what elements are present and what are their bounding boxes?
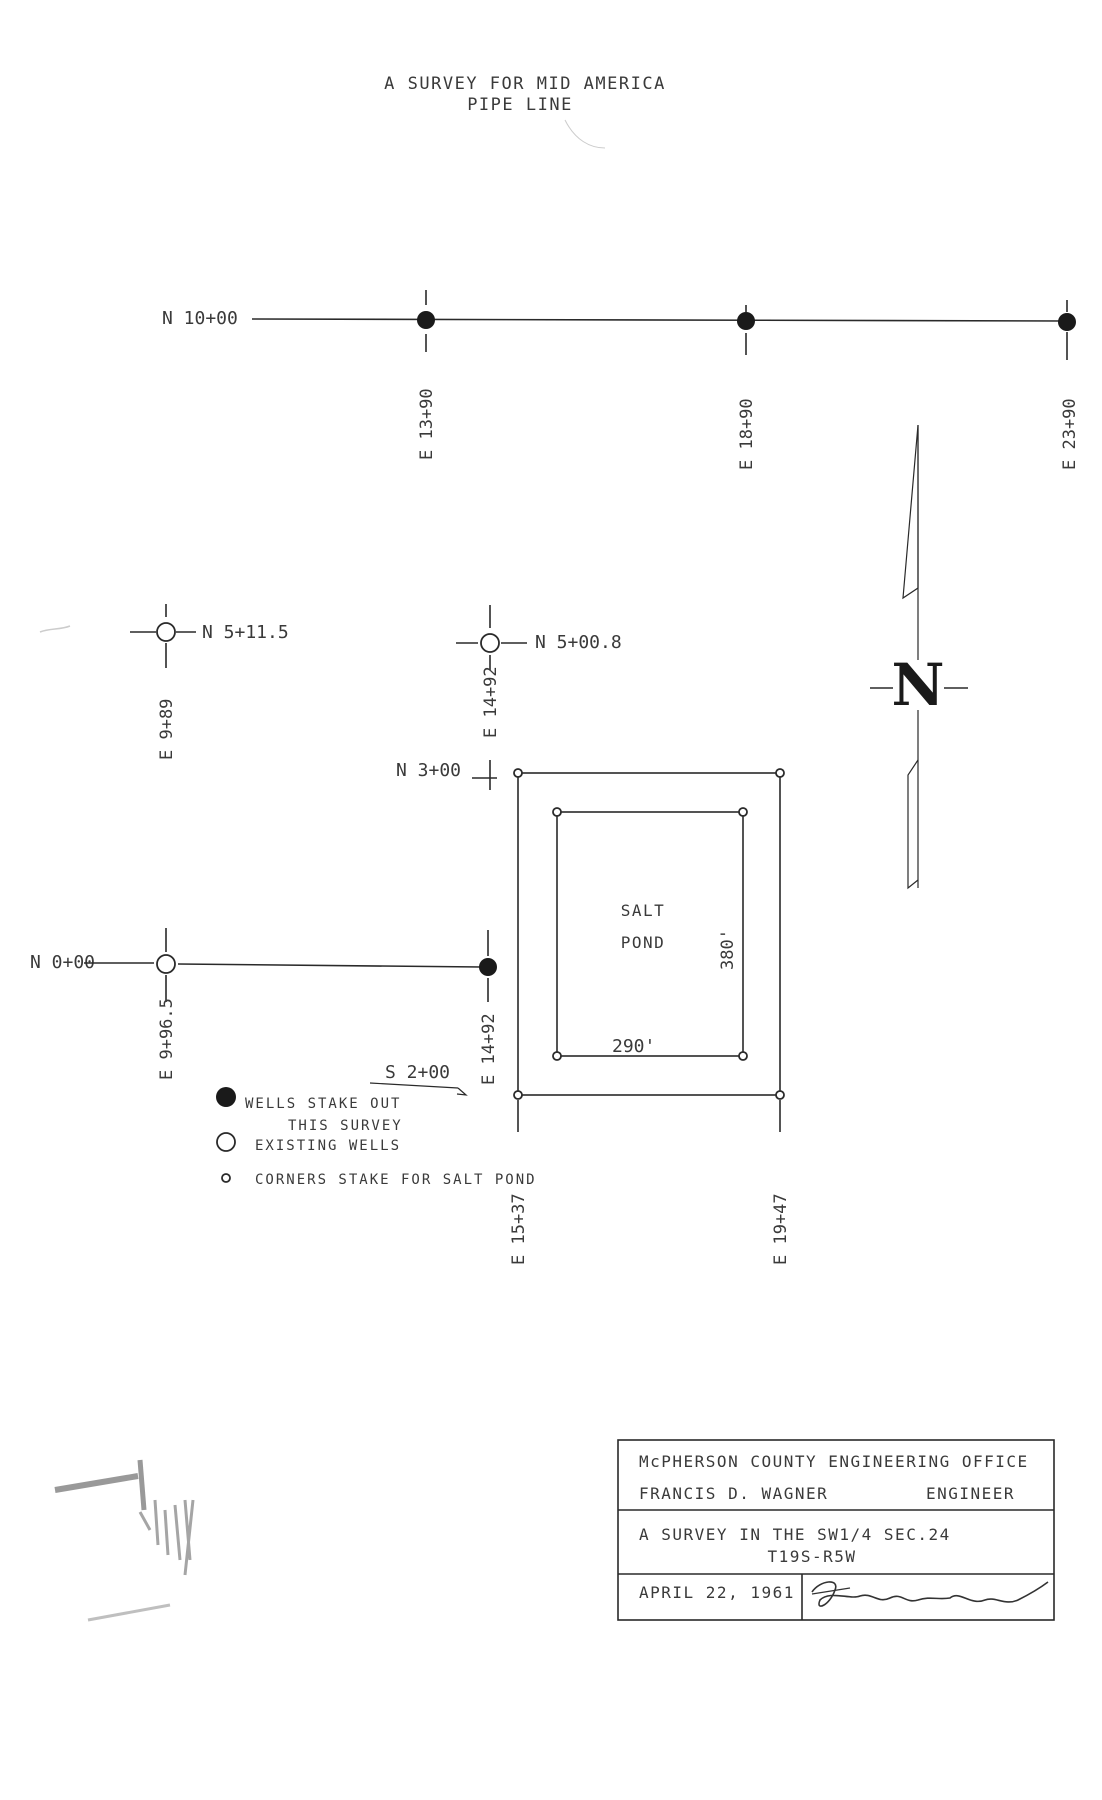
well-a-northing: N 5+11.5 xyxy=(202,622,289,643)
label-north-3: N 3+00 xyxy=(396,760,461,781)
existing-well-marker xyxy=(156,954,176,974)
well-c-easting: E 9+96.5 xyxy=(157,998,177,1080)
new-well-marker xyxy=(417,311,435,329)
microfiche-stamp xyxy=(54,1459,195,1622)
tb-desc-2: T19S-R5W xyxy=(767,1547,856,1566)
well-b-northing: N 5+00.8 xyxy=(535,632,622,653)
pond-dim-horizontal: 290' xyxy=(612,1036,655,1057)
pond-easting-right: E 19+47 xyxy=(771,1193,791,1265)
pond-corner-marker xyxy=(775,1090,785,1100)
pond-corner-marker xyxy=(513,1090,523,1100)
station-e-23-90: E 23+90 xyxy=(1060,398,1080,470)
label-north-0: N 0+00 xyxy=(30,952,95,973)
salt-pond-inner xyxy=(556,811,744,1057)
title-line-2: PIPE LINE xyxy=(467,95,573,115)
title-line-1: A SURVEY FOR MID AMERICA xyxy=(384,74,666,94)
pond-corner-marker xyxy=(513,768,523,778)
signature xyxy=(811,1581,1049,1607)
well-d-easting: E 14+92 xyxy=(479,1013,499,1085)
pond-corner-marker xyxy=(552,807,562,817)
well-b-easting: E 14+92 xyxy=(481,666,501,738)
survey-line-n0 xyxy=(177,963,483,968)
existing-well-marker xyxy=(480,633,500,653)
station-e-18-90: E 18+90 xyxy=(737,398,757,470)
tb-office: McPHERSON COUNTY ENGINEERING OFFICE xyxy=(639,1452,1029,1471)
legend-new-well-icon xyxy=(216,1087,236,1107)
north-arrow: N xyxy=(870,424,968,890)
pond-easting-left: E 15+37 xyxy=(509,1193,529,1265)
pond-corner-marker xyxy=(552,1051,562,1061)
legend-corner-icon xyxy=(221,1173,231,1183)
station-e-13-90: E 13+90 xyxy=(417,388,437,460)
tb-desc-1: A SURVEY IN THE SW1/4 SEC.24 xyxy=(639,1525,951,1544)
legend-existing-well-icon xyxy=(216,1132,236,1152)
new-well-marker xyxy=(479,958,497,976)
north-letter: N xyxy=(891,651,944,719)
pond-label-2: POND xyxy=(621,933,666,952)
salt-pond-boundary xyxy=(517,772,781,1096)
label-north-10: N 10+00 xyxy=(162,308,238,329)
pond-dim-vertical: 380' xyxy=(718,929,738,970)
legend-item-3: CORNERS STAKE FOR SALT POND xyxy=(255,1172,537,1188)
legend-item-1b: THIS SURVEY xyxy=(288,1118,403,1134)
well-a-easting: E 9+89 xyxy=(157,699,177,760)
survey-line-n10 xyxy=(251,318,1066,322)
pond-label-1: SALT xyxy=(621,901,666,920)
legend-item-1a: WELLS STAKE OUT xyxy=(245,1096,401,1112)
new-well-marker xyxy=(737,312,755,330)
legend: WELLS STAKE OUT THIS SURVEY EXISTING WEL… xyxy=(216,1087,537,1188)
new-well-marker xyxy=(1058,313,1076,331)
existing-well-marker xyxy=(156,622,176,642)
tb-role: ENGINEER xyxy=(926,1484,1015,1503)
legend-item-2: EXISTING WELLS xyxy=(255,1138,401,1154)
pond-corner-marker xyxy=(738,807,748,817)
tb-date: APRIL 22, 1961 xyxy=(639,1583,795,1602)
pond-corner-marker xyxy=(775,768,785,778)
pond-corner-marker xyxy=(738,1051,748,1061)
title-block: McPHERSON COUNTY ENGINEERING OFFICE FRAN… xyxy=(617,1439,1055,1621)
label-south-2: S 2+00 xyxy=(385,1062,450,1083)
tb-name: FRANCIS D. WAGNER xyxy=(639,1484,828,1503)
